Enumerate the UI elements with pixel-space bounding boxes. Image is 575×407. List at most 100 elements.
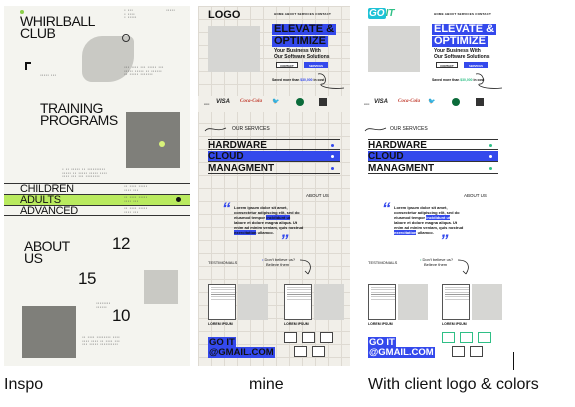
brand-visa: VISA [216, 99, 231, 105]
training-text: ▪ ▪▪ ▪▪▪▪▪ ▪▪ ▪▪▪▪▪▪▪▪▪▪▪▪▪▪▪ ▪▪ ▪▪▪▪▪ ▪… [62, 168, 108, 178]
coach-photo [126, 112, 180, 168]
nav-about[interactable]: ABOUT [284, 12, 297, 16]
service-hardware[interactable]: HARDWARE [368, 139, 498, 151]
bullet-dot-icon: • [420, 257, 422, 262]
saved-note: Saved more than $30,000 in cost [432, 78, 485, 82]
card-text-lines [211, 287, 235, 301]
client-panel: GOIT HOME ABOUT SERVICES CONTACT ELEVATE… [362, 6, 505, 366]
service-hardware[interactable]: HARDWARE [208, 139, 340, 151]
social-box-3[interactable] [320, 332, 333, 343]
brand-lead: ▪▪▪▪▪ [204, 102, 210, 106]
testimonial-image-1 [398, 284, 428, 320]
nav-home[interactable]: HOME [434, 12, 444, 16]
services-button[interactable]: SERVICES [464, 62, 488, 68]
about-title: ABOUT US [24, 238, 70, 266]
nav-contact[interactable]: CONTACT [315, 12, 332, 16]
inspo-contact: ▪▪▪▪▪ [166, 9, 176, 12]
inspo-caption-small: ▪▪▪▪▪ ▪▪▪ [40, 74, 57, 77]
card-text-lines [371, 287, 395, 301]
social-box-5[interactable] [470, 346, 483, 357]
testimonial-image-1 [238, 284, 268, 320]
mcdonalds-icon [476, 98, 484, 106]
client-hero-headline: ELEVATE & OPTIMIZE [432, 23, 497, 47]
about-us-label: ABOUT US [464, 193, 487, 198]
open-quote-icon: “ [222, 199, 231, 218]
hero-image-placeholder [368, 26, 420, 72]
starbucks-icon [296, 98, 304, 106]
social-box-5[interactable] [312, 346, 325, 357]
inspo-intro-text: ▪▪▪ ▪▪▪▪ ▪▪▪ ▪▪▪▪▪ ▪▪▪▪▪▪▪▪ ▪▪▪▪▪ ▪▪ ▪▪▪… [124, 66, 164, 76]
nav-services[interactable]: SERVICES [457, 12, 475, 16]
hero-image-placeholder [208, 26, 260, 72]
contact-email[interactable]: GO IT @GMAIL.COM [368, 337, 435, 358]
card-label-1: LOREM IPSUM [368, 322, 393, 326]
nav-services[interactable]: SERVICES [297, 12, 315, 16]
about-text: ▪▪ ▪▪▪▪ ▪▪▪▪▪▪▪▪ ▪▪▪▪▪▪▪▪ ▪▪▪▪ ▪▪ ▪▪▪▪ ▪… [82, 336, 120, 346]
brand-coca-cola: Coca-Cola [240, 99, 262, 104]
brand-lead: ▪▪▪▪▪ [364, 102, 370, 106]
children-desc: ▪▪ ▪▪▪▪ ▪▪▪▪▪▪▪▪▪ ▪▪▪ [124, 185, 148, 192]
hero-subtitle: Your Business With Our Software Solution… [434, 48, 490, 60]
social-box-4[interactable] [452, 346, 465, 357]
tennis-ball-icon [159, 141, 165, 147]
stat-12: 12 [112, 234, 130, 253]
stat-caption: ▪▪▪▪▪▪▪▪▪▪▪▪▪▪ [96, 302, 111, 309]
level-row-advanced[interactable]: ADVANCED [4, 205, 190, 217]
service-dot-icon [489, 155, 492, 158]
close-quote-icon: ” [280, 231, 289, 250]
social-box-3[interactable] [478, 332, 491, 343]
client-logo[interactable]: GOIT [368, 8, 395, 19]
open-quote-icon: “ [382, 199, 391, 218]
stat-10: 10 [112, 306, 130, 325]
testimonial-card-2[interactable] [442, 284, 470, 320]
social-box-4[interactable] [294, 346, 307, 357]
curved-arrow-icon [299, 259, 311, 275]
logo-text[interactable]: LOGO [208, 9, 241, 21]
caption-client: With client logo & colors [368, 376, 539, 393]
social-box-2[interactable] [302, 332, 315, 343]
nav-contact[interactable]: CONTACT [475, 12, 492, 16]
about-us-label: ABOUT US [306, 193, 329, 198]
service-dot-icon [489, 144, 492, 147]
caption-inspo: Inspo [4, 376, 44, 393]
social-box-1[interactable] [284, 332, 297, 343]
social-box-2[interactable] [460, 332, 473, 343]
level-row-children[interactable]: CHILDREN [4, 183, 190, 195]
text-cursor-mark [513, 352, 514, 370]
dont-believe-note: • Don't believe us? Believe them [420, 257, 454, 267]
tennis-player-image [82, 36, 134, 82]
starbucks-icon [452, 98, 460, 106]
testimonials-label: TESTIMONIALS [208, 260, 238, 265]
testimonial-card-1[interactable] [208, 284, 236, 320]
nav-home[interactable]: HOME [274, 12, 284, 16]
contact-button[interactable]: CONTACT [276, 62, 298, 68]
green-dot-icon [20, 10, 24, 14]
service-managment[interactable]: MANAGMENT [368, 163, 498, 174]
adults-arrow-icon[interactable] [176, 197, 181, 202]
brand-strip [198, 96, 350, 112]
service-dot-icon [489, 167, 492, 170]
brand-coca-cola: Coca-Cola [398, 99, 420, 104]
client-nav: HOME ABOUT SERVICES CONTACT [434, 12, 491, 16]
services-button[interactable]: SERVICES [304, 62, 328, 68]
our-services-label: OUR SERVICES [390, 126, 428, 132]
service-cloud[interactable]: CLOUD [368, 151, 498, 162]
social-box-1[interactable] [442, 332, 455, 343]
testimonial-image-2 [472, 284, 502, 320]
card-label-2: LOREM IPSUM [442, 322, 467, 326]
curved-arrow-icon [457, 259, 469, 275]
saved-note: Saved more than $30,000 in cost [272, 78, 325, 82]
contact-email[interactable]: GO IT @GMAIL.COM [208, 337, 275, 358]
testimonial-card-1[interactable] [368, 284, 396, 320]
testimonial-card-2[interactable] [284, 284, 312, 320]
twitter-icon: 🐦 [272, 99, 280, 105]
nav-about[interactable]: ABOUT [444, 12, 457, 16]
contact-button[interactable]: CONTACT [436, 62, 458, 68]
inspo-title: WHIRLBALL CLUB [20, 13, 95, 41]
advanced-desc: ▪▪ ▪▪▪▪ ▪▪▪▪▪▪▪▪▪ ▪▪▪ [124, 207, 148, 214]
service-dot-icon [331, 155, 334, 158]
wave-arrow-icon [364, 127, 387, 132]
level-row-adults[interactable]: ADULTS [4, 194, 190, 206]
service-cloud[interactable]: CLOUD [208, 151, 340, 162]
service-managment[interactable]: MANAGMENT [208, 163, 340, 174]
